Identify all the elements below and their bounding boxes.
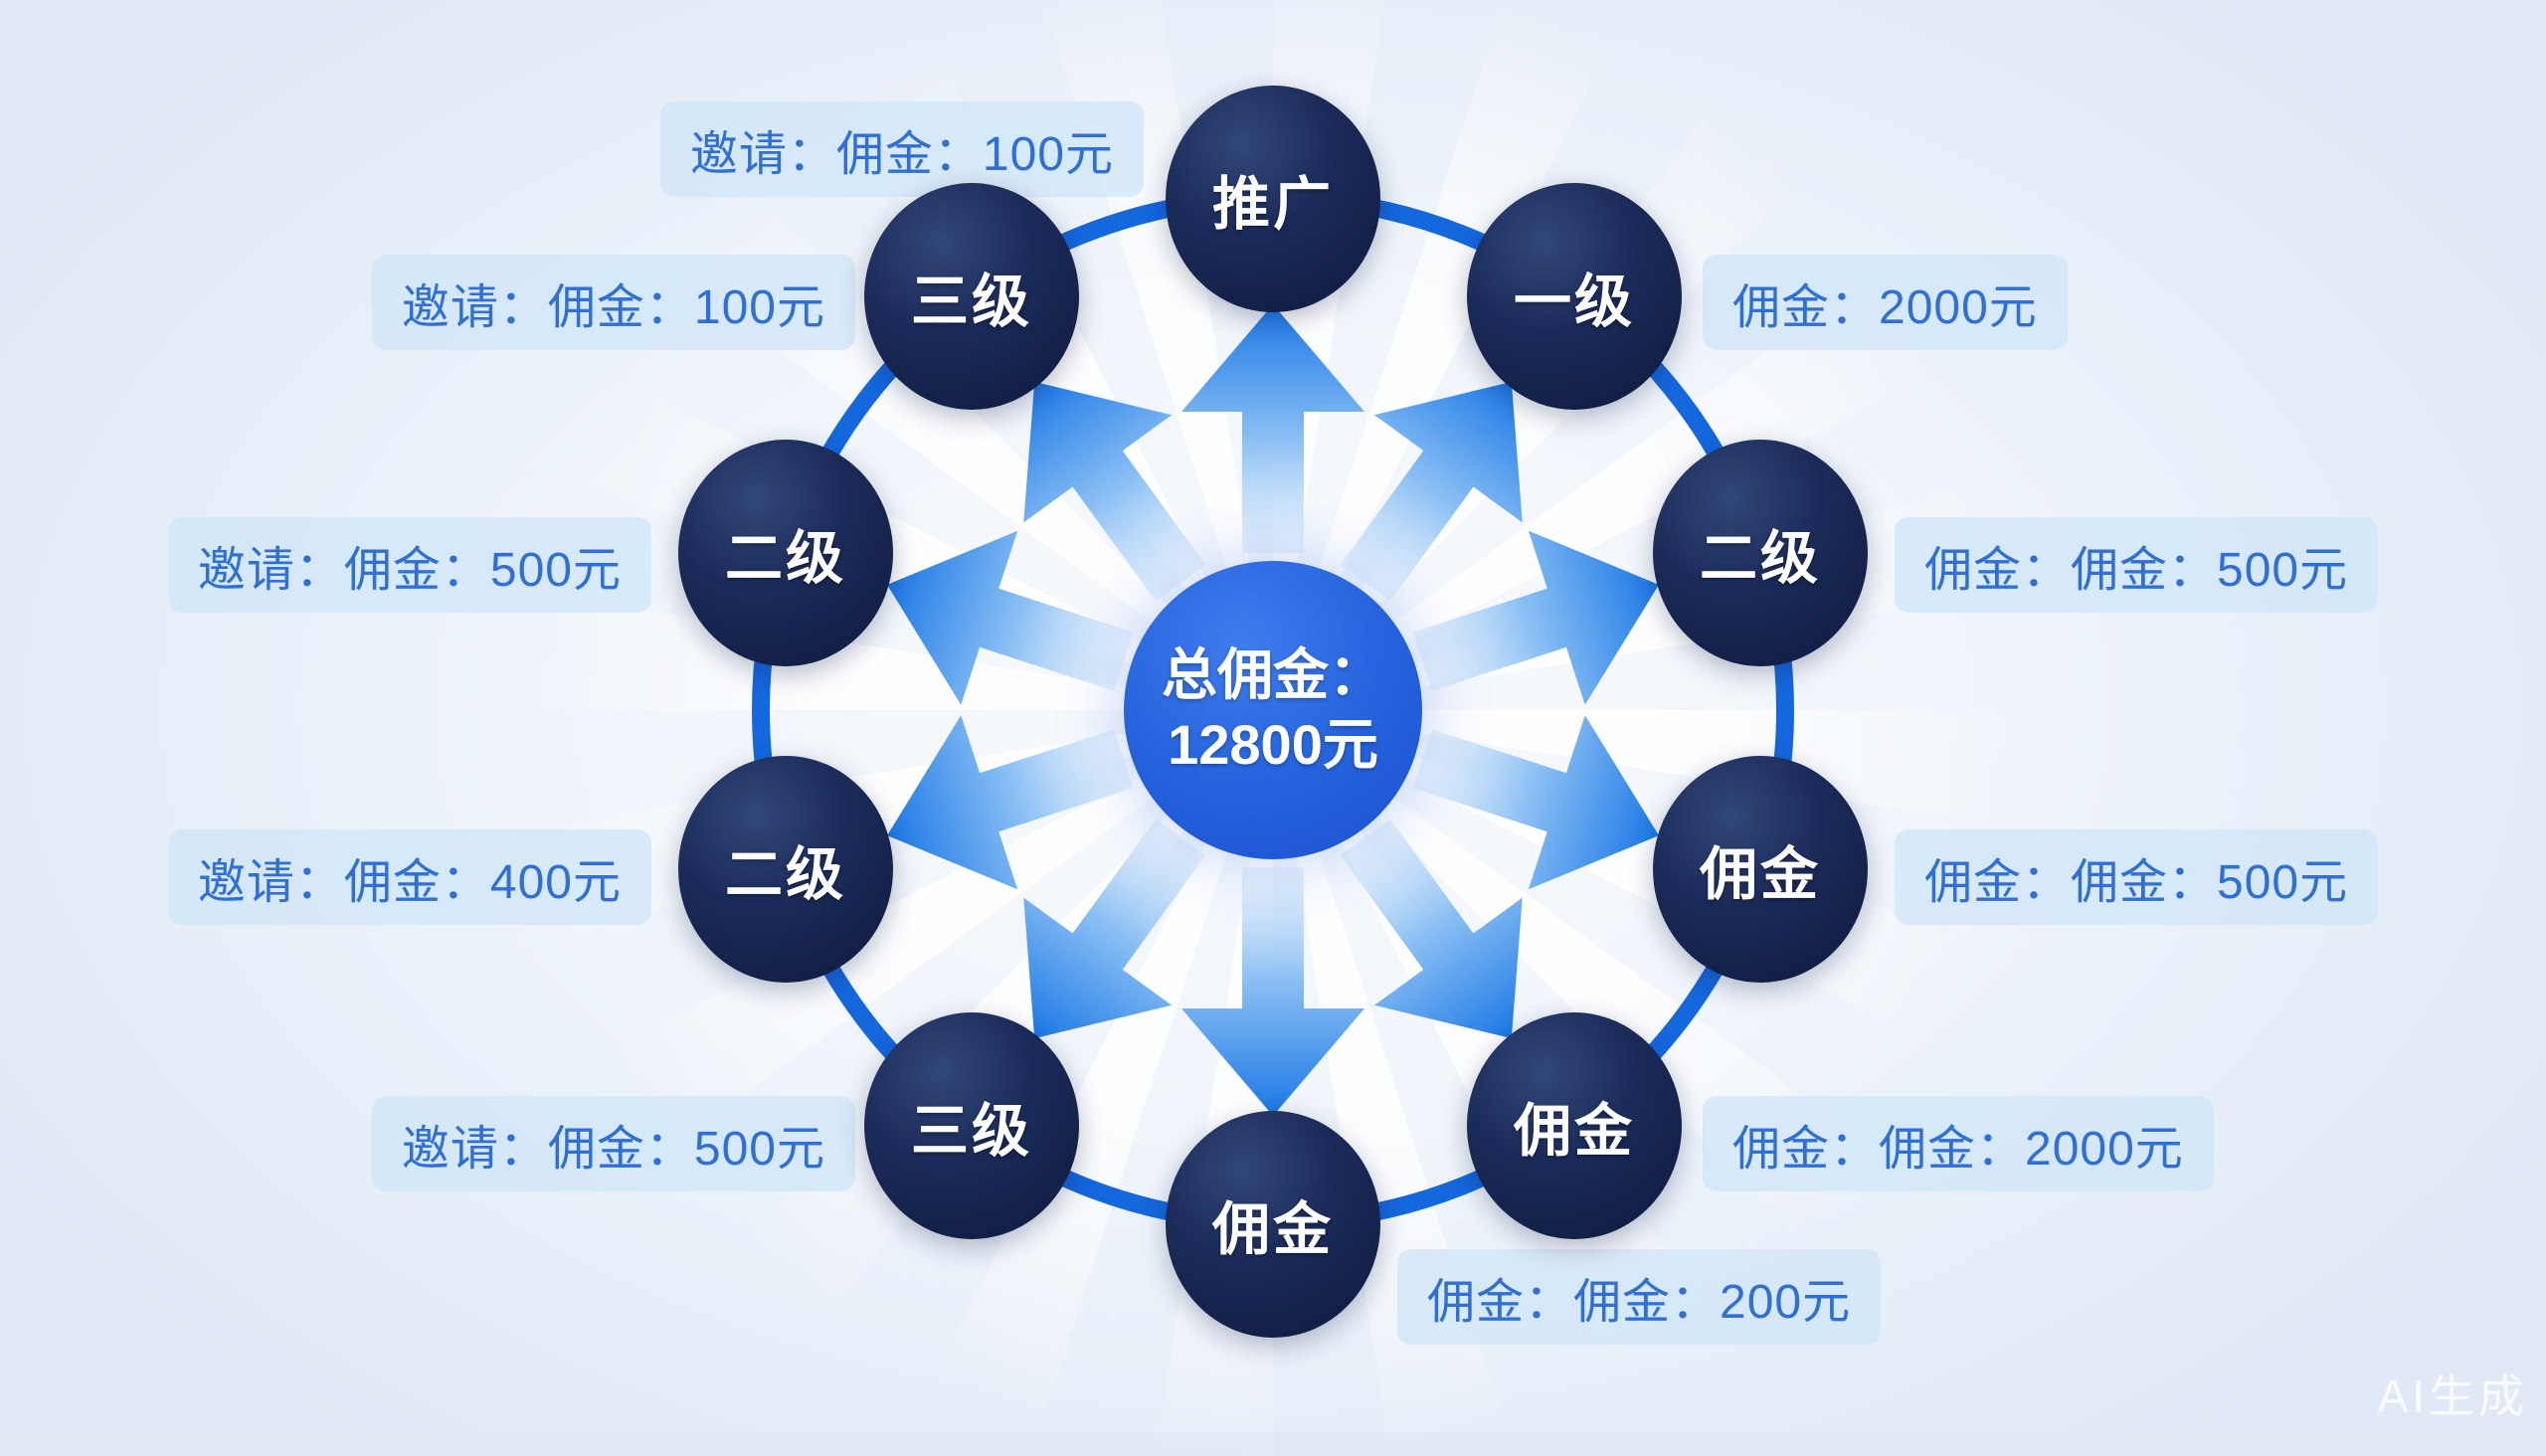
label-text: 邀请：佣金：500元 [401, 1123, 825, 1176]
hub-title: 总佣金： [1162, 643, 1384, 706]
label-invite-commission-left: 邀请：佣金：500元 [167, 517, 651, 613]
node-level3-upper-left: 三级 [864, 183, 1079, 410]
node-commission-bottom: 佣金 [1166, 1111, 1380, 1338]
node-level2-right: 二级 [1653, 440, 1868, 666]
node-level3-bottom-left: 三级 [864, 1012, 1079, 1239]
node-level1-upper-right: 一级 [1467, 183, 1682, 410]
label-commission-bottom-right: 佣金：佣金：2000元 [1703, 1096, 2214, 1191]
label-invite-commission-upper-left: 邀请：佣金：100元 [371, 255, 855, 350]
ai-generated-watermark: AI生成 [2377, 1370, 2528, 1422]
label-text: 邀请：佣金：100元 [689, 128, 1114, 181]
node-level2-lower-left: 二级 [678, 756, 893, 983]
node-commission-lower-right: 佣金 [1653, 756, 1868, 983]
label-text: 邀请：佣金：400元 [197, 856, 622, 909]
label-text: 邀请：佣金：100元 [401, 281, 825, 334]
node-label: 佣金 [1513, 1099, 1635, 1164]
arrow-to-bottom-left [1023, 819, 1206, 1039]
label-invite-commission-lower-left: 邀请：佣金：400元 [167, 829, 651, 925]
hub-amount: 12800元 [1168, 713, 1378, 776]
label-text: 佣金：佣金：500元 [1924, 544, 2349, 597]
label-commission-lower-right: 佣金：佣金：500元 [1895, 829, 2379, 925]
label-text: 佣金：佣金：500元 [1924, 856, 2349, 909]
label-commission-bottom: 佣金：佣金：200元 [1397, 1249, 1882, 1345]
node-label: 推广 [1211, 172, 1334, 237]
node-label: 三级 [910, 270, 1032, 334]
arrow-to-bottom [1182, 867, 1364, 1116]
label-commission-right: 佣金：佣金：500元 [1895, 517, 2379, 613]
arrow-to-upper-right [1340, 381, 1523, 602]
node-label: 二级 [1699, 526, 1821, 591]
radial-arrows [886, 304, 1660, 1116]
node-commission-bottom-right: 佣金 [1467, 1012, 1682, 1239]
arrow-to-lower-right [1412, 715, 1660, 890]
node-label: 三级 [910, 1099, 1032, 1164]
arrow-to-left [886, 530, 1134, 705]
total-commission-hub: 总佣金： 12800元 [1124, 561, 1422, 859]
arrow-to-bottom-right [1340, 819, 1523, 1039]
node-label: 一级 [1513, 270, 1635, 334]
node-label: 佣金 [1211, 1197, 1334, 1262]
node-label: 二级 [724, 842, 846, 907]
arrow-to-lower-left [886, 715, 1134, 890]
label-invite-commission-bottom-left: 邀请：佣金：500元 [371, 1096, 855, 1191]
node-promotion-top: 推广 [1166, 86, 1380, 312]
label-text: 佣金：佣金：2000元 [1732, 1123, 2184, 1176]
label-text: 邀请：佣金：500元 [197, 544, 622, 597]
node-label: 佣金 [1699, 842, 1821, 907]
label-text: 佣金：2000元 [1732, 281, 2038, 334]
arrow-to-top [1182, 304, 1364, 553]
label-text: 佣金：佣金：200元 [1427, 1276, 1852, 1329]
label-invite-commission-top: 邀请：佣金：100元 [659, 101, 1144, 197]
arrow-to-upper-left [1023, 381, 1206, 602]
arrow-to-right [1412, 530, 1660, 705]
label-commission-upper-right: 佣金：2000元 [1703, 255, 2068, 350]
node-label: 二级 [724, 526, 846, 591]
node-level2-left: 二级 [678, 440, 893, 666]
